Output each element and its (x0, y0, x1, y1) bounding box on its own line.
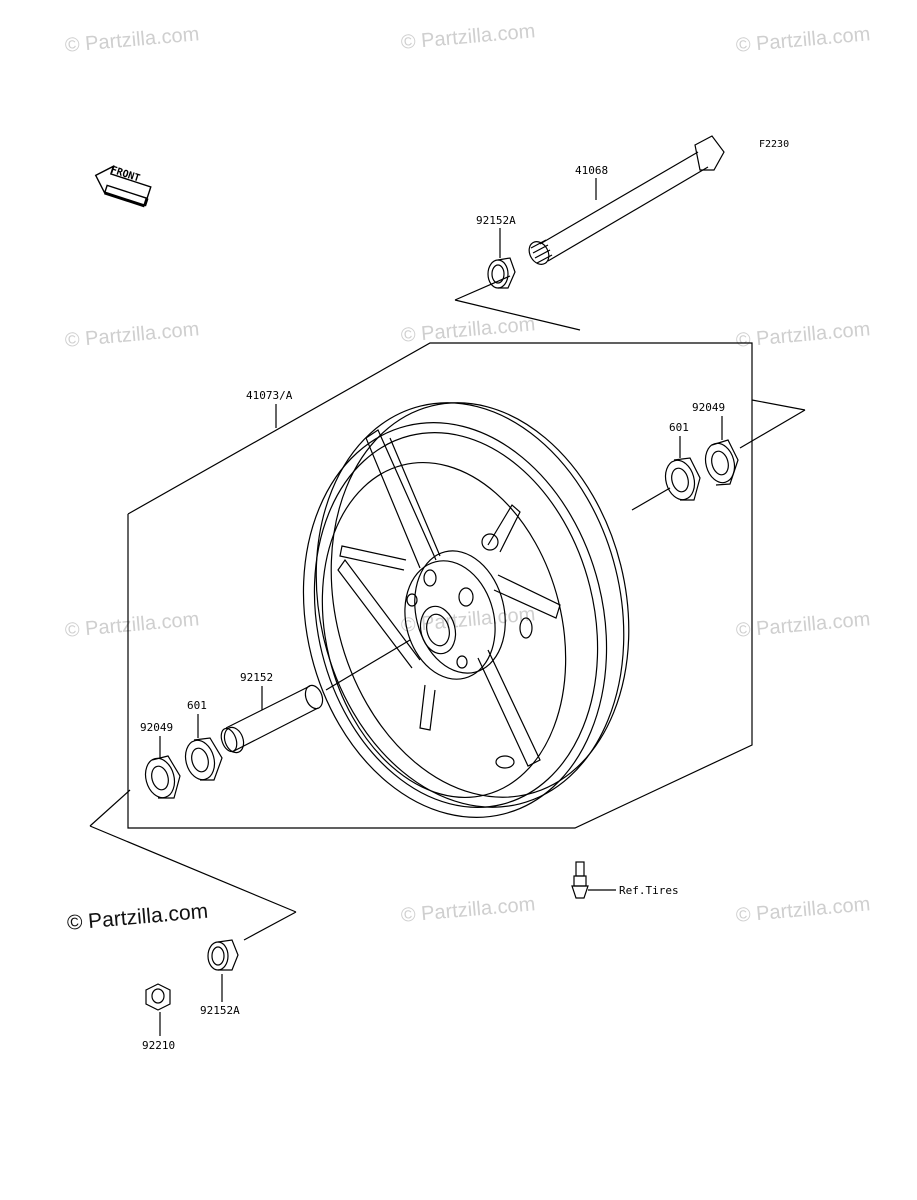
part-label-seal-right[interactable]: 92049 (692, 401, 726, 414)
ref-tires-note[interactable]: Ref.Tires (619, 884, 679, 897)
part-label-seal-left[interactable]: 92049 (140, 721, 174, 734)
part-label-collar-top[interactable]: 92152A (476, 214, 516, 227)
seal-right-shape (704, 439, 739, 486)
part-label-axle[interactable]: 41068 (575, 164, 609, 177)
part-label-bearing-left[interactable]: 601 (187, 699, 207, 712)
front-arrow-icon (94, 164, 152, 208)
part-label-bearing-right[interactable]: 601 (669, 421, 689, 434)
valve-stem-shape (571, 861, 589, 899)
assembly-outline (127, 342, 753, 829)
part-label-collar-bottom[interactable]: 92152A (200, 1004, 240, 1017)
part-label-wheel[interactable]: 41073/A (246, 389, 293, 402)
wheel-shape (302, 402, 630, 818)
axle-shape (528, 135, 725, 265)
part-label-spacer[interactable]: 92152 (240, 671, 274, 684)
diagram-code: F2230 (759, 139, 790, 150)
collar-bottom-shape (207, 939, 239, 971)
nut-shape (145, 983, 171, 1011)
seal-left-shape (144, 755, 181, 799)
collar-top-shape (487, 257, 516, 289)
part-label-nut[interactable]: 92210 (142, 1039, 176, 1052)
bearing-right-shape (664, 457, 701, 501)
spacer-shape (220, 684, 324, 754)
bearing-left-shape (184, 737, 223, 781)
